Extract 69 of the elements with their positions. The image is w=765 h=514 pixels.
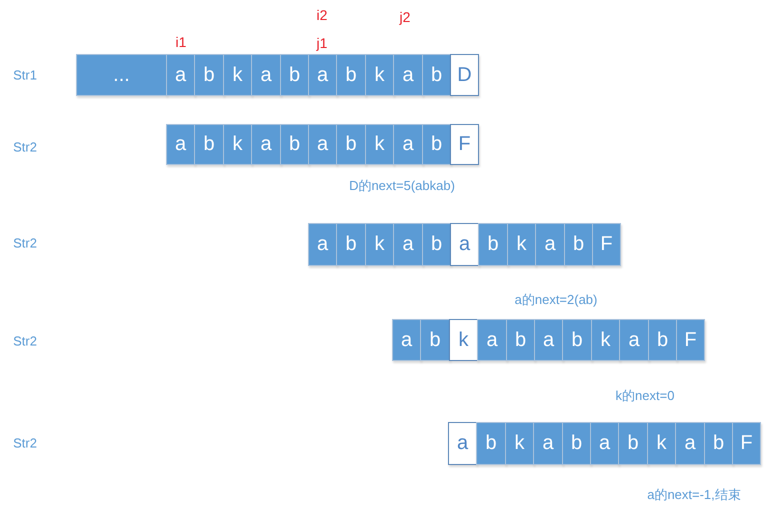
character-cell: b <box>422 54 451 96</box>
character-cell: a <box>393 124 423 165</box>
row-label: Str2 <box>13 334 37 348</box>
character-cell: b <box>422 124 451 165</box>
character-cell: a <box>675 422 705 465</box>
note-text: a的next=2(ab) <box>514 291 598 309</box>
character-cell: a <box>448 422 477 465</box>
character-cell: b <box>336 54 366 96</box>
character-cell: b <box>704 422 733 465</box>
character-cell: a <box>450 223 479 266</box>
character-cell: a <box>308 54 337 96</box>
character-cell: a <box>590 422 619 465</box>
character-cell: b <box>562 319 592 361</box>
character-cell: a <box>166 124 195 165</box>
character-cell: a <box>392 319 421 361</box>
character-cell: k <box>505 422 534 465</box>
character-cell: a <box>535 223 565 266</box>
character-cell: k <box>365 124 394 165</box>
character-cell: a <box>533 422 563 465</box>
character-cell: b <box>478 223 508 266</box>
character-cell: k <box>223 54 252 96</box>
character-cell: b <box>422 223 451 266</box>
character-cell: b <box>280 124 309 165</box>
character-cell: b <box>420 319 450 361</box>
character-cell: a <box>308 124 337 165</box>
character-cell: b <box>336 223 366 266</box>
character-cell: F <box>450 124 479 165</box>
character-cell: b <box>562 422 591 465</box>
pointer-label: i2 <box>316 7 328 23</box>
character-cell: a <box>251 54 281 96</box>
character-cell: ... <box>76 54 167 96</box>
character-cell: F <box>592 223 621 266</box>
character-cell: b <box>336 124 366 165</box>
pointer-label: j1 <box>316 35 328 51</box>
pointer-label: i1 <box>176 34 186 50</box>
row-label: Str2 <box>13 236 37 250</box>
character-cell: a <box>393 54 423 96</box>
pointer-label: j2 <box>400 9 410 25</box>
character-cell: a <box>166 54 195 96</box>
character-cell: F <box>676 319 705 361</box>
character-cell: a <box>534 319 563 361</box>
character-cell: b <box>648 319 677 361</box>
character-cell: a <box>308 223 337 266</box>
row-label: Str2 <box>13 140 37 154</box>
character-cell: a <box>393 223 423 266</box>
row-label: Str1 <box>13 68 37 82</box>
character-cell: k <box>365 54 394 96</box>
character-cell: b <box>194 124 224 165</box>
character-cell: b <box>280 54 309 96</box>
note-text: k的next=0 <box>616 387 674 405</box>
character-cell: b <box>618 422 648 465</box>
note-text: D的next=5(abkab) <box>349 177 455 195</box>
character-cell: k <box>591 319 620 361</box>
character-cell: k <box>365 223 394 266</box>
row-label: Str2 <box>13 436 37 450</box>
character-cell: b <box>194 54 224 96</box>
character-cell: k <box>449 319 478 361</box>
character-cell: k <box>223 124 252 165</box>
character-cell: b <box>564 223 593 266</box>
character-cell: F <box>732 422 761 465</box>
character-cell: b <box>476 422 506 465</box>
character-cell: a <box>477 319 507 361</box>
character-cell: D <box>450 54 479 96</box>
character-cell: k <box>647 422 676 465</box>
character-cell: a <box>619 319 649 361</box>
note-text: a的next=-1,结束 <box>647 486 741 504</box>
character-cell: a <box>251 124 281 165</box>
character-cell: b <box>506 319 535 361</box>
character-cell: k <box>507 223 536 266</box>
